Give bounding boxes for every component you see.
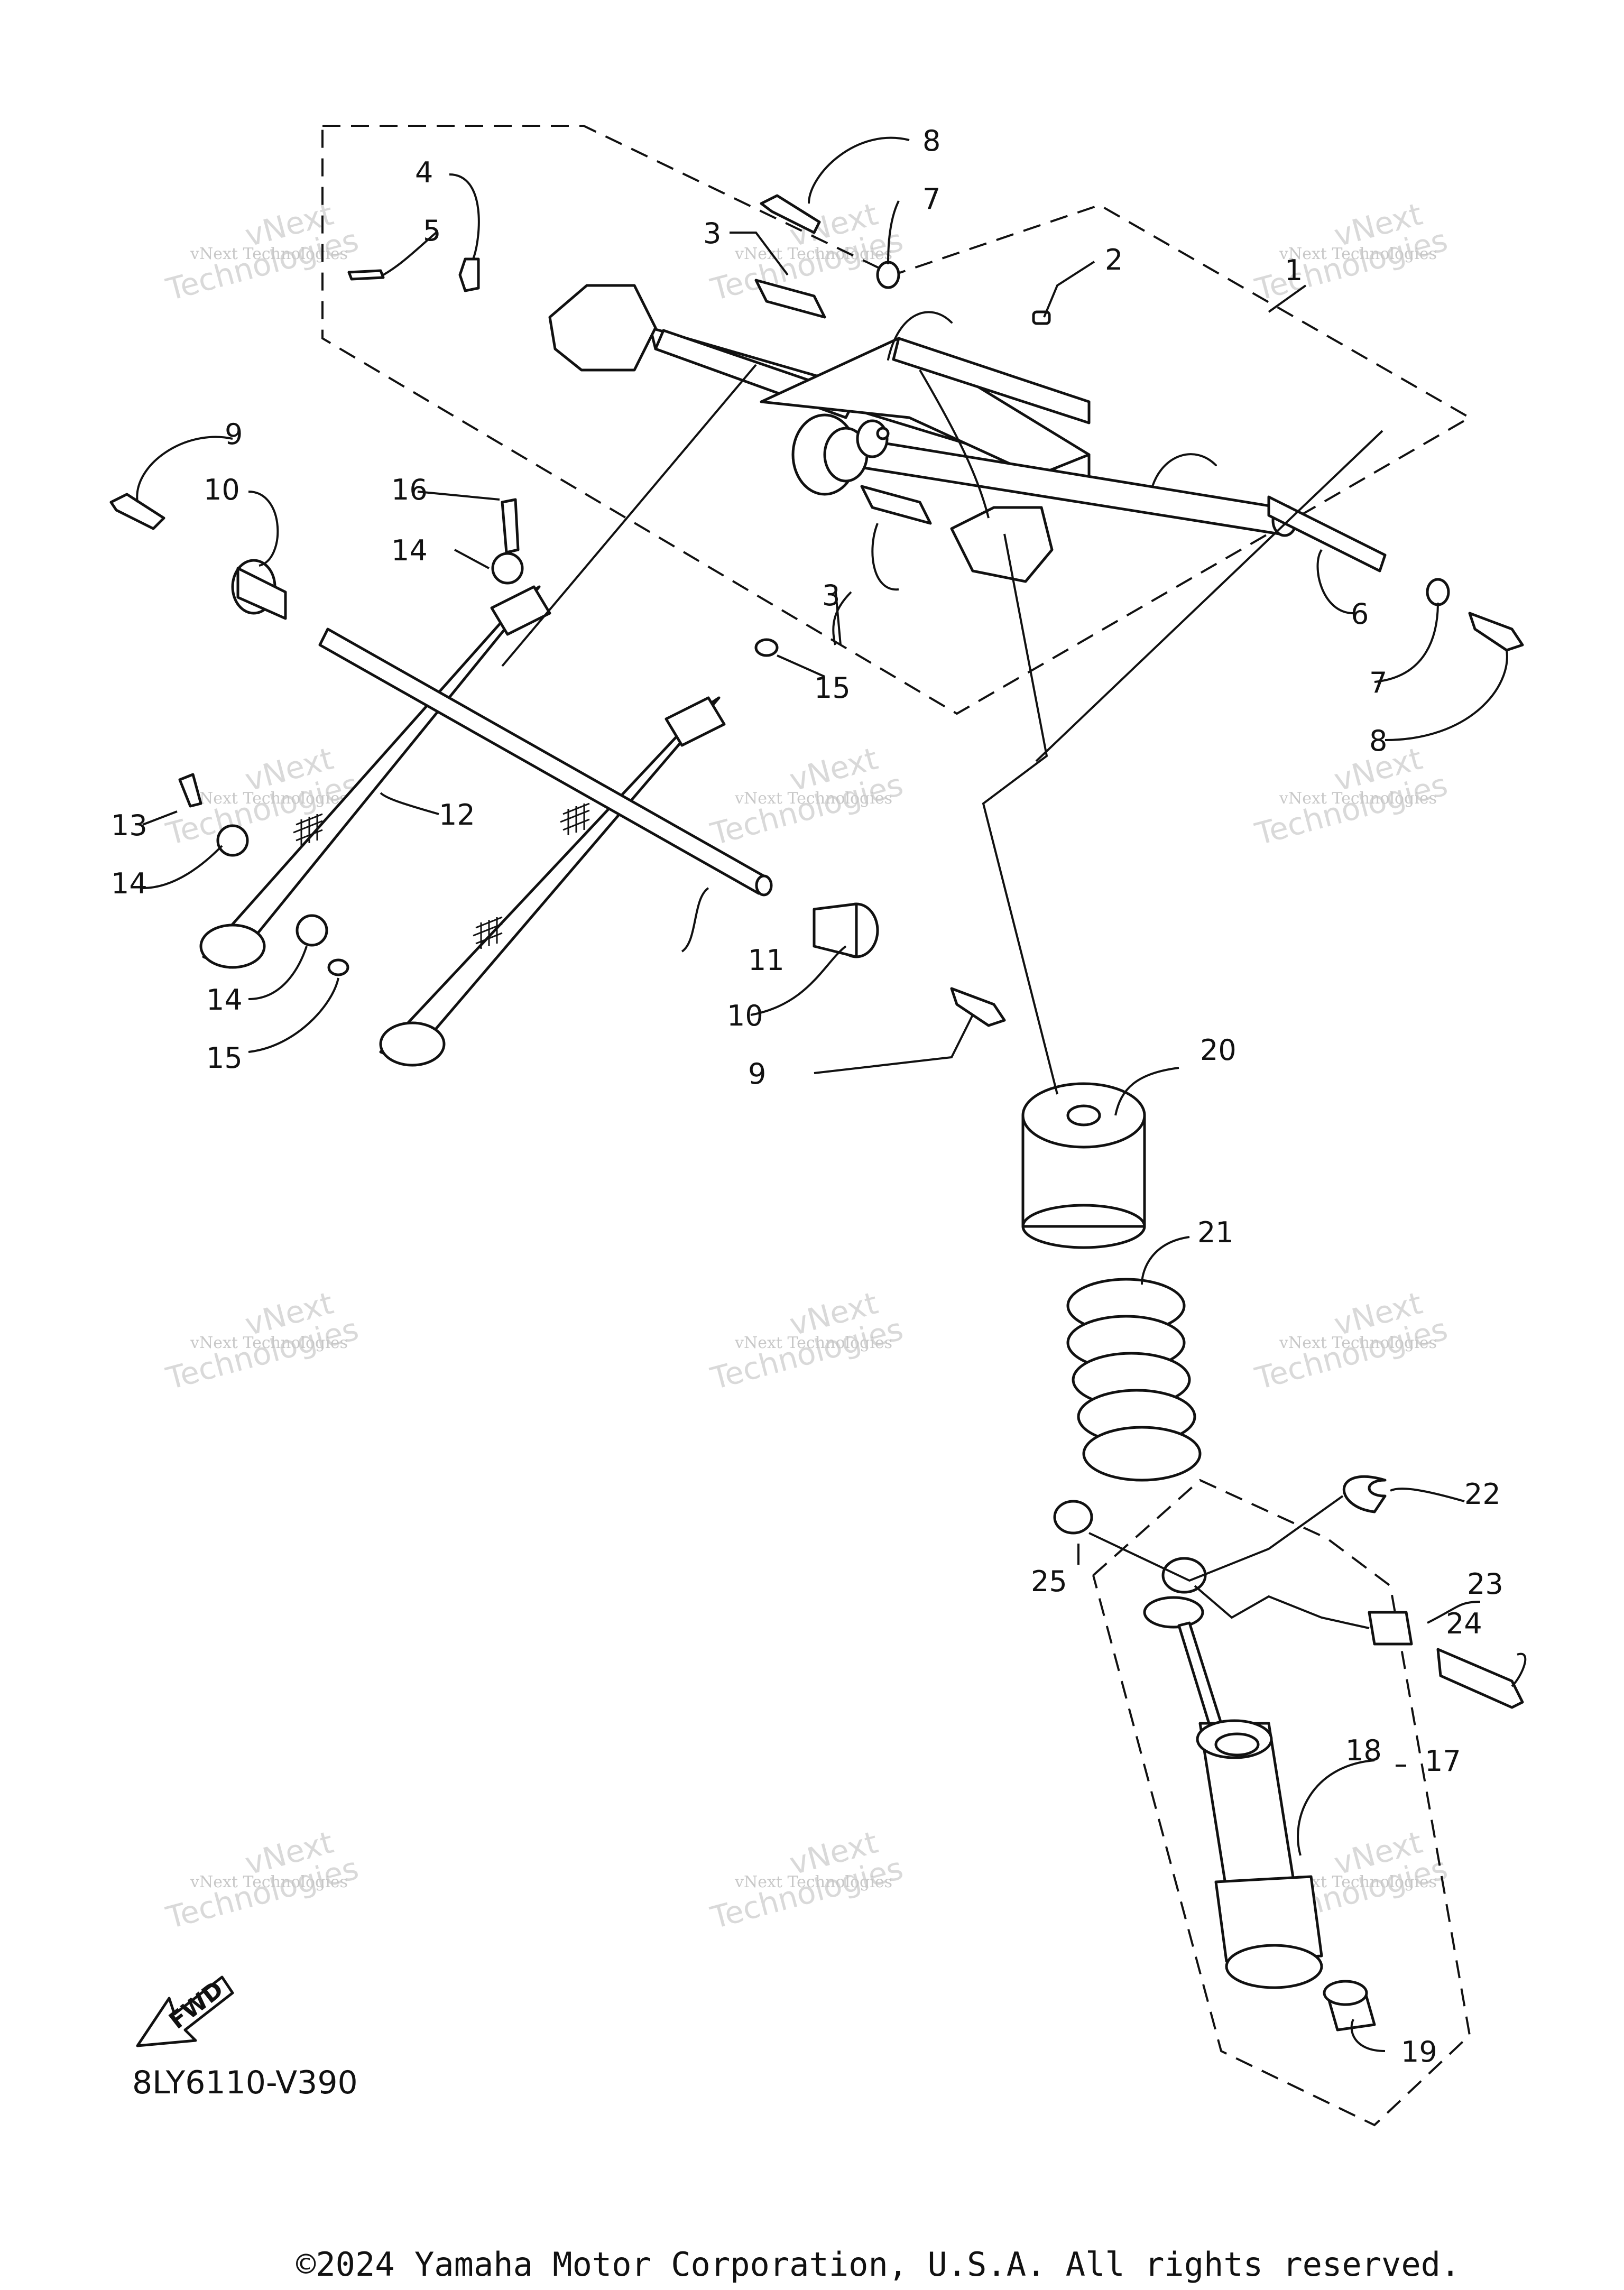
watermark-label-text: vNext Technologies [1279, 245, 1437, 263]
callout-15-upper: 15 [814, 671, 851, 705]
watermark-label-text: vNext Technologies [190, 1873, 348, 1891]
watermark-label-text: vNext Technologies [190, 245, 348, 263]
callout-22: 22 [1464, 1478, 1501, 1511]
callout-14-left: 14 [111, 867, 147, 900]
bolt-small [178, 773, 202, 808]
callout-14-lower: 14 [206, 983, 243, 1017]
watermark-label-text: vNext Technologies [734, 245, 892, 263]
callout-9-left: 9 [225, 418, 243, 451]
bolt-left [109, 493, 165, 530]
watermark-label-text: vNext Technologies [190, 789, 348, 808]
diagram-code: 8LY6110-V390 [132, 2064, 358, 2101]
callout-7-bottom: 7 [1369, 666, 1387, 699]
bolt-16 [501, 498, 520, 554]
collar [1323, 1980, 1376, 2032]
nut-upper [754, 638, 779, 657]
nut-25 [1053, 1500, 1093, 1535]
callout-18: 18 [1345, 1734, 1382, 1767]
spring [1066, 1278, 1202, 1482]
grease-nipple [1032, 310, 1051, 325]
bolt-24 [1436, 1648, 1524, 1709]
callout-9-right: 9 [748, 1057, 766, 1091]
callout-21: 21 [1197, 1216, 1234, 1249]
callout-4: 4 [415, 156, 433, 189]
watermark-label-text: vNext Technologies [190, 1334, 348, 1352]
callout-3-bottom: 3 [822, 579, 840, 612]
callout-15-lower: 15 [206, 1041, 243, 1075]
upper-arm-frame [548, 284, 1298, 583]
pivot-shaft [1267, 495, 1387, 572]
fwd-arrow: FWD [136, 1975, 234, 2047]
upper-arm-assembly-boundary [321, 125, 1472, 715]
callout-13: 13 [111, 809, 147, 842]
watermark-label-text: vNext Technologies [1279, 789, 1437, 808]
pad-lower [860, 485, 932, 525]
collar-23 [1368, 1611, 1413, 1646]
bolt-right-lower [950, 987, 1006, 1027]
bump-stop [1021, 1082, 1146, 1249]
hatch-marks [293, 802, 590, 949]
shock-assembly-boundary [1092, 1479, 1471, 2127]
pad-upper [754, 279, 826, 319]
watermark-label-text: vNext Technologies [1279, 1334, 1437, 1352]
callout-6: 6 [1351, 597, 1369, 631]
callout-8-bottom: 8 [1369, 724, 1387, 758]
callout-7-top: 7 [922, 182, 940, 216]
callout-10-left: 10 [204, 473, 240, 506]
washer-14-c [491, 552, 524, 585]
rivet [347, 269, 385, 281]
bolt-top [760, 194, 821, 234]
washer-top [876, 261, 900, 289]
callout-16: 16 [391, 473, 428, 506]
callout-25: 25 [1031, 1565, 1067, 1598]
callout-23: 23 [1467, 1567, 1503, 1601]
lower-arms [199, 585, 726, 1067]
shock-absorber [1143, 1557, 1323, 1989]
nut-15-lower [327, 958, 349, 976]
callout-5: 5 [423, 214, 441, 247]
watermark-label-text: vNext Technologies [734, 789, 892, 808]
callout-3-top: 3 [703, 217, 721, 250]
callout-11: 11 [748, 944, 785, 977]
callout-17: 17 [1425, 1744, 1461, 1778]
callout-1: 1 [1285, 254, 1303, 287]
callout-24: 24 [1446, 1607, 1482, 1640]
callout-14-upper: 14 [391, 534, 428, 567]
clip [458, 257, 480, 292]
washer-right [1426, 578, 1450, 606]
callout-12: 12 [439, 798, 475, 832]
callout-19: 19 [1401, 2035, 1437, 2069]
watermark-label-text: vNext Technologies [734, 1873, 892, 1891]
leader-lines [136, 136, 1527, 2052]
callout-2: 2 [1105, 243, 1123, 276]
watermark-label-text: vNext Technologies [734, 1334, 892, 1352]
copyright-notice: ©2024 Yamaha Motor Corporation, U.S.A. A… [296, 2245, 1460, 2284]
washer-14-a [216, 824, 249, 857]
callout-labels: 1 2 3 3 4 5 6 7 7 8 8 9 9 10 10 11 12 13… [111, 124, 1503, 2069]
spring-seat-clip [1342, 1475, 1387, 1513]
washer-14-b [296, 914, 328, 947]
callout-10-right: 10 [727, 999, 763, 1032]
callout-20: 20 [1200, 1033, 1237, 1067]
bolt-right [1468, 612, 1524, 652]
callout-8-top: 8 [922, 124, 940, 158]
